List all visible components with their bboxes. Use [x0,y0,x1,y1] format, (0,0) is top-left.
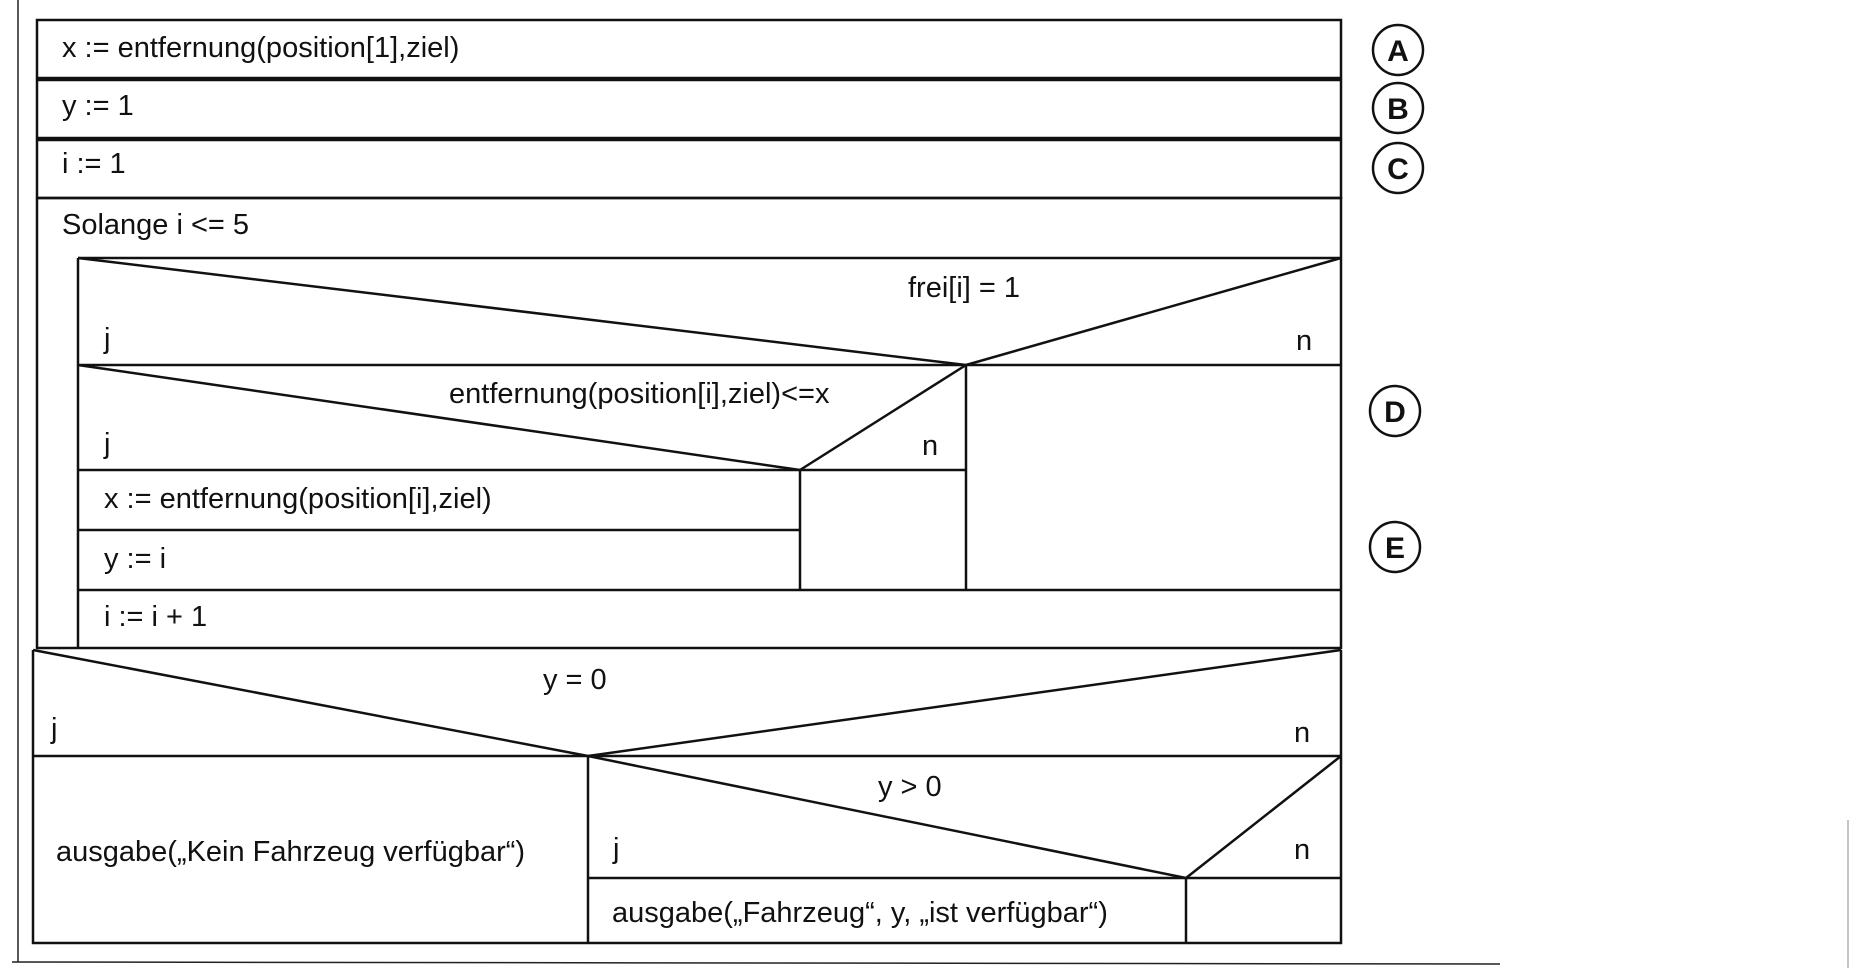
loop-header: Solange i <= 5 [62,209,249,241]
branch-yes-if-y-positive: j [612,833,619,865]
loop-frame [35,196,1343,650]
stmt-y-init: y := 1 [62,90,134,122]
if-y-zero-diag-right [587,648,1342,758]
branch-no-if-closer: n [922,430,938,462]
marker-b-label: B [1387,93,1409,126]
cond-if-y-positive: y > 0 [878,771,942,803]
cond-if-y-zero: y = 0 [543,664,607,696]
cond-if-free: frei[i] = 1 [908,272,1020,304]
if-free-diag-right [965,256,1342,367]
marker-e: E [1368,520,1422,574]
marker-d-label: D [1384,396,1406,429]
marker-a-label: A [1387,35,1409,68]
branch-yes-if-free: j [103,323,110,355]
if-free-diag-left [77,256,967,367]
branch-no-if-y-zero: n [1294,717,1310,749]
if-closer-diag-right [799,363,967,472]
marker-c: C [1371,141,1425,195]
branch-yes-if-y-zero: j [50,713,57,745]
marker-a: A [1371,23,1425,77]
branch-yes-if-closer: j [103,428,110,460]
cond-if-closer: entfernung(position[i],ziel)<=x [449,378,830,410]
stmt-output-none: ausgabe(„Kein Fahrzeug verfügbar“) [56,836,525,868]
stmt-i-increment: i := i + 1 [104,601,207,633]
outer-frame [11,0,1501,965]
stmt-y-update: y := i [104,543,166,575]
marker-e-label: E [1385,532,1405,565]
marker-d: D [1368,384,1422,438]
if-y-zero-diag-left [32,648,589,758]
if-y-positive-diag-left [587,754,1187,880]
branch-no-if-y-positive: n [1294,834,1310,866]
if-y-zero-frame [31,650,1343,945]
branch-no-if-free: n [1296,325,1312,357]
marker-c-label: C [1387,153,1409,186]
stmt-x-update: x := entfernung(position[i],ziel) [104,483,492,515]
if-closer-diag-left [77,363,801,472]
marker-b: B [1371,81,1425,135]
stmt-i-init: i := 1 [62,148,126,180]
stmt-output-vehicle: ausgabe(„Fahrzeug“, y, „ist verfügbar“) [612,897,1108,929]
if-y-positive-diag-right [1185,755,1342,879]
stmt-x-init: x := entfernung(position[1],ziel) [62,32,459,64]
block-x-init [35,18,1343,80]
block-y-init [35,78,1343,140]
block-i-init [35,138,1343,200]
